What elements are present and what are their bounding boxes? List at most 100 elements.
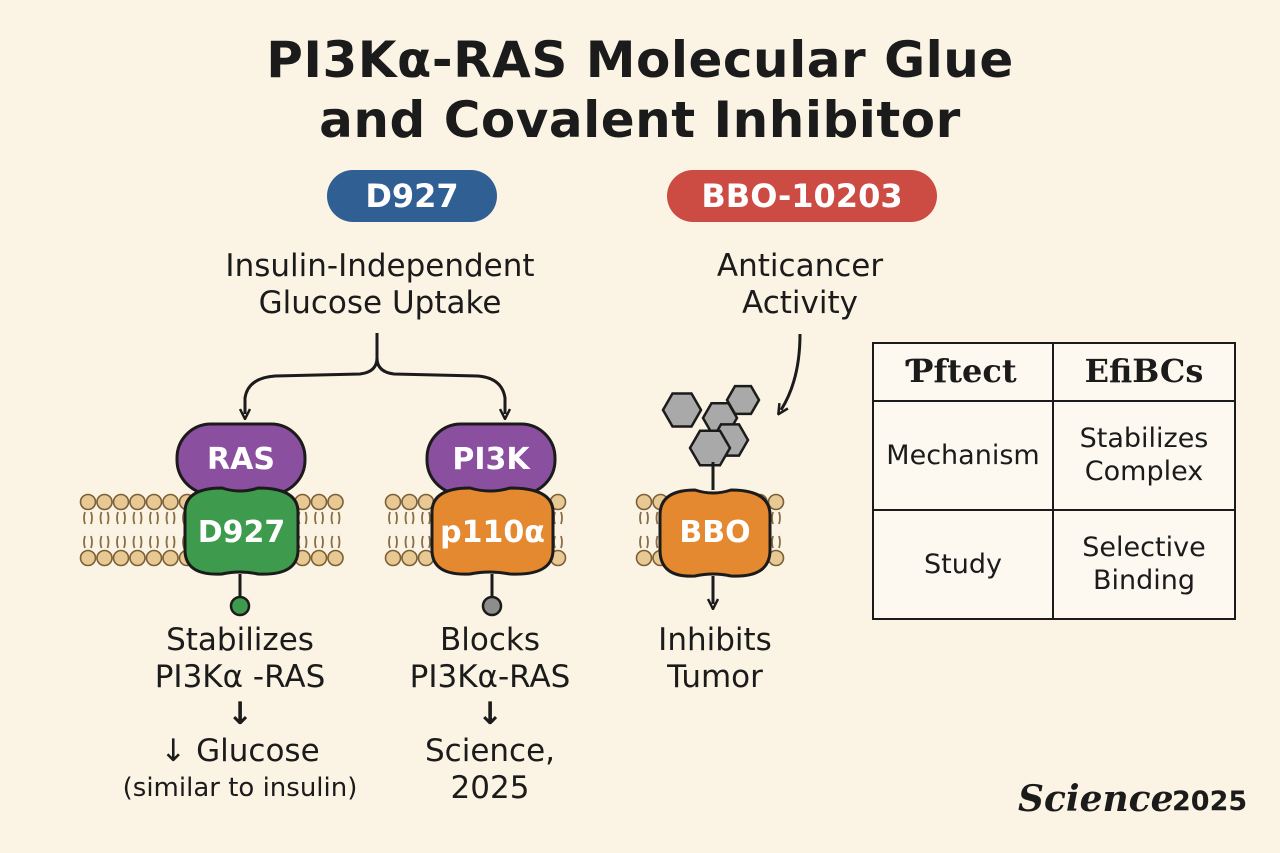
lipid-tail — [655, 535, 659, 549]
complex1-result-line-2: PI3Kα -RAS — [154, 659, 326, 695]
effects-table: Ƥftect EfiBCs Mechanism Stabilizes Compl… — [872, 342, 1236, 621]
bbo-effect-line-2: Activity — [742, 285, 858, 321]
lipid-tail — [428, 535, 431, 549]
table-cell: Study — [872, 508, 1054, 621]
lipid-tail — [116, 511, 119, 525]
table-cell: Mechanism — [872, 399, 1054, 511]
lipid-head — [310, 549, 328, 567]
lipid-head — [401, 549, 418, 567]
page-title: PI3Kα-RAS Molecular Glue and Covalent In… — [0, 30, 1280, 150]
lipid-tail — [106, 511, 110, 525]
lipid-tail — [778, 511, 781, 525]
lipid-tail — [123, 535, 126, 549]
table-cell: Stabilizes Complex — [1052, 399, 1236, 511]
down-arrow-icon: ↓ — [477, 696, 503, 732]
lipid-tail — [337, 511, 341, 525]
hexagon-molecule-icon — [725, 384, 761, 416]
lipid-tail — [139, 535, 143, 549]
drug-badge-d927: D927 — [327, 170, 497, 222]
d927-effect: Insulin-Independent Glucose Uptake — [150, 248, 610, 322]
lipid-tail — [99, 511, 103, 525]
lipid-head — [401, 493, 418, 511]
lipid-head — [112, 493, 130, 511]
lipid-tail — [304, 511, 308, 525]
bbo-effect-line-1: Anticancer — [716, 248, 884, 284]
lipid-head — [327, 493, 344, 511]
complex1-outcome-line-2: (similar to insulin) — [122, 773, 358, 803]
lipid-head — [96, 549, 113, 567]
table-header-cell: Ƥftect — [872, 342, 1054, 402]
lipid-head — [145, 549, 163, 567]
ras-label: RAS — [207, 442, 275, 477]
lipid-tail — [778, 535, 781, 549]
anchor-dot-gray — [481, 595, 503, 617]
table-row: Mechanism Stabilizes Complex — [872, 399, 1236, 511]
lipid-tail — [404, 535, 408, 549]
lipid-tail — [388, 511, 391, 525]
lipid-tail — [330, 535, 334, 549]
lipid-tail — [421, 535, 424, 549]
lipid-tail — [132, 535, 136, 549]
lipid-tail — [149, 511, 152, 525]
lipid-tail — [90, 511, 93, 525]
lipid-tail — [411, 535, 415, 549]
hexagon-molecule-icon — [661, 392, 703, 428]
lipid-tail — [646, 535, 649, 549]
lipid-head — [79, 549, 97, 567]
complex2-result: Blocks PI3Kα-RAS ↓ Science, 2025 — [380, 622, 600, 807]
title-line-1: PI3Kα-RAS Molecular Glue — [266, 31, 1014, 89]
d927-effect-line-2: Glucose Uptake — [258, 285, 502, 321]
complex2-outcome-line-2: 2025 — [450, 770, 530, 806]
pi3k-label: PI3K — [452, 442, 530, 477]
complex1-result-line-1: Stabilizes — [166, 622, 314, 658]
lipid-tail — [388, 535, 391, 549]
lipid-head — [129, 493, 146, 511]
lipid-head — [327, 549, 344, 567]
lipid-tail — [156, 511, 159, 525]
lipid-tail — [165, 511, 169, 525]
lipid-head — [96, 493, 113, 511]
lipid-tail — [106, 535, 110, 549]
lipid-tail — [83, 511, 86, 525]
complex-pi3k-p110a — [425, 422, 557, 617]
lipid-tail — [771, 535, 774, 549]
lipid-head — [767, 493, 785, 511]
complex3-result-line-2: Tumor — [667, 659, 763, 695]
complex-ras-d927 — [175, 422, 307, 617]
lipid-tail — [172, 535, 176, 549]
lipid-tail — [321, 535, 324, 549]
lipid-tail — [639, 511, 642, 525]
lipid-tail — [149, 535, 152, 549]
lipid-tail — [421, 511, 424, 525]
complex1-outcome-line-1: ↓ Glucose — [160, 733, 320, 769]
lipid-head — [79, 493, 97, 511]
d927-blob-label: D927 — [197, 515, 286, 550]
lipid-head — [112, 549, 130, 567]
lipid-head — [635, 493, 653, 511]
lipid-head — [145, 493, 163, 511]
lipid-tail — [156, 535, 159, 549]
drug-badge-bbo-10203: BBO-10203 — [667, 170, 937, 222]
bbo-label: BBO — [679, 515, 751, 550]
d927-effect-line-1: Insulin-Independent — [225, 248, 535, 284]
lipid-tail — [411, 511, 415, 525]
lipid-head — [384, 549, 402, 567]
table-header-cell: EfiBCs — [1052, 342, 1236, 402]
complex2-result-line-1: Blocks — [440, 622, 540, 658]
lipid-tail — [560, 511, 563, 525]
lipid-tail — [314, 535, 317, 549]
connector-brace-right — [375, 357, 505, 414]
lipid-tail — [428, 511, 431, 525]
lipid-tail — [116, 535, 119, 549]
lipid-head — [162, 549, 179, 567]
molecule-hexagons — [661, 384, 761, 467]
lipid-tail — [321, 511, 324, 525]
lipid-tail — [99, 535, 103, 549]
table-header-row: Ƥftect EfiBCs — [872, 342, 1236, 402]
bbo-effect: Anticancer Activity — [640, 248, 960, 322]
lipid-tail — [655, 511, 659, 525]
lipid-tail — [330, 511, 334, 525]
lipid-tail — [123, 511, 126, 525]
lipid-tail — [172, 511, 176, 525]
